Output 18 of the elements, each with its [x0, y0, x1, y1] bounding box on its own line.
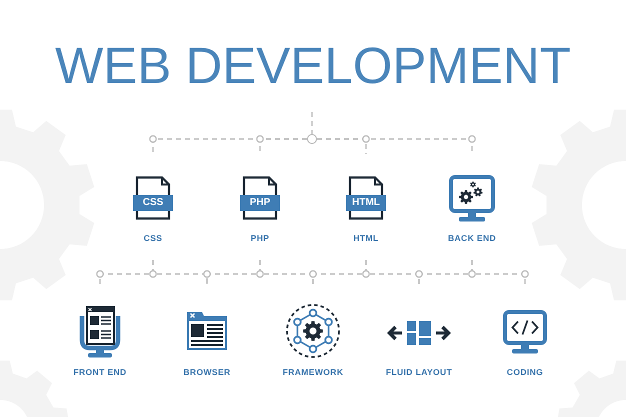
item-label: BROWSER: [182, 366, 232, 378]
hub-circle: [307, 134, 317, 144]
item-label: FRAMEWORK: [282, 366, 344, 378]
item-label: FLUID LAYOUT: [384, 366, 454, 378]
title: WEB DEVELOPMENT: [54, 38, 572, 94]
dashed-connector: [259, 138, 307, 154]
item-label: BACK END: [446, 232, 498, 244]
item-label: CSS: [142, 232, 164, 244]
dashed-connector: [311, 112, 313, 134]
item-label: PHP: [250, 232, 270, 244]
item-label: CODING: [506, 366, 544, 378]
file-type-label: PHP: [248, 196, 272, 210]
dashed-connector: [317, 138, 473, 154]
item-label: FRONT END: [72, 366, 128, 378]
dashed-connector: [471, 260, 526, 287]
file-type-label: CSS: [142, 196, 164, 210]
item-label: HTML: [352, 232, 380, 244]
file-type-label: HTML: [351, 196, 381, 210]
